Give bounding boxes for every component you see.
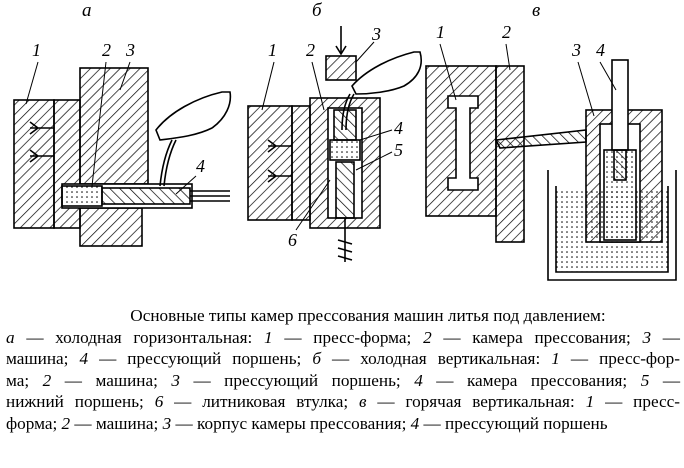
caption-line-3: ма; 2 — машина; 3 — прессующий поршень; … [6, 370, 680, 392]
caption-token: 4 [414, 370, 423, 390]
panel-b-label-6: 6 [288, 230, 297, 250]
caption-token: 1 [551, 349, 560, 369]
caption-token: 2 [423, 327, 432, 347]
diagram-figure: а 1 2 3 4 б 1 2 3 4 5 6 [13, 0, 677, 281]
caption-line-2: машина; 4 — прессующий поршень; б — холо… [6, 348, 680, 370]
panel-b-label-3: 3 [371, 24, 381, 44]
panel-c-label-1: 1 [436, 22, 445, 42]
caption-token: 1 [585, 392, 595, 412]
panel-c-drawing [425, 59, 677, 281]
panel-c-label-4: 4 [596, 40, 605, 60]
caption-token: 1 [264, 327, 273, 347]
caption-token: 6 [154, 392, 164, 412]
caption-token: — холодная горизонтальная: [14, 327, 265, 347]
panel-a-drawing [13, 67, 232, 247]
caption-token: — прессующий поршень [419, 413, 608, 433]
caption-token: ма; [6, 370, 43, 390]
panel-b-label-2: 2 [306, 40, 315, 60]
panel-b-drawing [247, 26, 422, 262]
caption-token: — [651, 327, 680, 347]
caption-token: — пресс-форма; [272, 327, 424, 347]
panel-a-label-3: 3 [125, 40, 135, 60]
panel-a-label-1: 1 [32, 40, 41, 60]
caption-token: 2 [42, 370, 52, 390]
panel-b-letter: б [312, 0, 323, 21]
panel-a-leaders [25, 61, 197, 195]
caption-token: — корпус камеры прессования; [171, 413, 411, 433]
caption-title: Основные типы камер прессования машин ли… [130, 306, 606, 325]
panel-a-letter: а [82, 0, 92, 21]
caption-token: — пресс-фор- [559, 349, 680, 369]
caption-token: — камера прессования; [431, 327, 643, 347]
caption-token: а [6, 327, 15, 347]
caption-token: — горячая вертикальная: [366, 392, 586, 412]
caption-token: 2 [61, 413, 71, 433]
caption-token: форма; [6, 413, 62, 433]
caption-token: 4 [410, 413, 420, 433]
caption-token: 4 [79, 349, 89, 369]
panel-a-label-2: 2 [102, 40, 111, 60]
panel-b-leaders [261, 41, 393, 231]
panel-a-label-4: 4 [196, 156, 205, 176]
caption-token: — машина; [70, 413, 163, 433]
caption-token: машина; [6, 349, 80, 369]
caption-line-4: нижний поршень; 6 — литниковая втулка; в… [6, 391, 680, 413]
panel-b-label-4: 4 [394, 118, 403, 138]
caption-token: в [359, 392, 367, 412]
panel-c-letter: в [532, 0, 540, 21]
panel-b-label-1: 1 [268, 40, 277, 60]
caption-token: — машина; [51, 370, 172, 390]
caption-token: — литниковая втулка; [163, 392, 360, 412]
panel-c-leaders [439, 43, 617, 117]
caption-line-5: форма; 2 — машина; 3 — корпус камеры пре… [6, 413, 680, 435]
caption-token: б [312, 349, 321, 369]
caption-token: 5 [640, 370, 650, 390]
caption-token: 3 [162, 413, 172, 433]
caption-token: — холодная вертикальная: [321, 349, 552, 369]
caption-token: 3 [642, 327, 652, 347]
figure-caption: Основные типы камер прессования машин ли… [6, 305, 680, 435]
caption-token: нижний поршень; [6, 392, 155, 412]
panel-c-label-3: 3 [571, 40, 581, 60]
caption-token: — прессующий поршень; [88, 349, 313, 369]
caption-token: — камера прессования; [422, 370, 641, 390]
caption-token: — [649, 370, 680, 390]
caption-line-1: а — холодная горизонтальная: 1 — пресс-ф… [6, 327, 680, 349]
panel-b-label-5: 5 [394, 140, 403, 160]
caption-token: 3 [171, 370, 180, 390]
panel-c-label-2: 2 [502, 22, 511, 42]
caption-token: — прессующий поршень; [179, 370, 415, 390]
caption-token: — пресс- [594, 392, 680, 412]
